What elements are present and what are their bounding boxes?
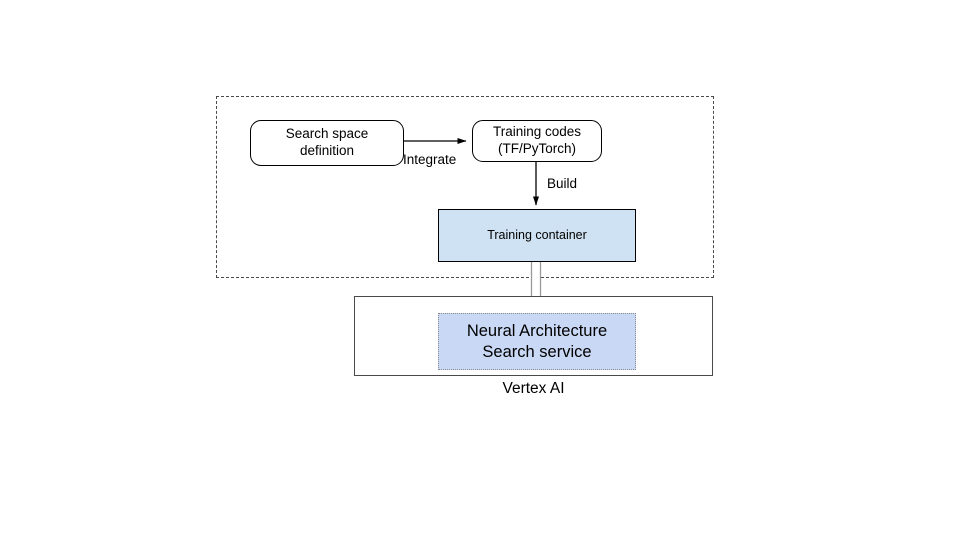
edge-label-build: Build [547,176,578,191]
node-search-space-definition[interactable]: Search space definition [250,120,404,166]
node-training-codes-label: Training codes (TF/PyTorch) [492,124,582,156]
node-training-container[interactable]: Training container [438,209,636,262]
node-search-space-definition-label: Search space definition [285,126,369,158]
edge-label-integrate: Integrate [403,152,457,167]
vertex-ai-group-label: Vertex AI [502,380,565,397]
node-neural-architecture-search-service-label: Neural Architecture Search service [466,321,608,361]
node-training-codes[interactable]: Training codes (TF/PyTorch) [472,120,602,162]
build-stage-group-frame [216,96,714,278]
node-training-container-label: Training container [487,227,587,242]
node-neural-architecture-search-service[interactable]: Neural Architecture Search service [438,313,636,370]
